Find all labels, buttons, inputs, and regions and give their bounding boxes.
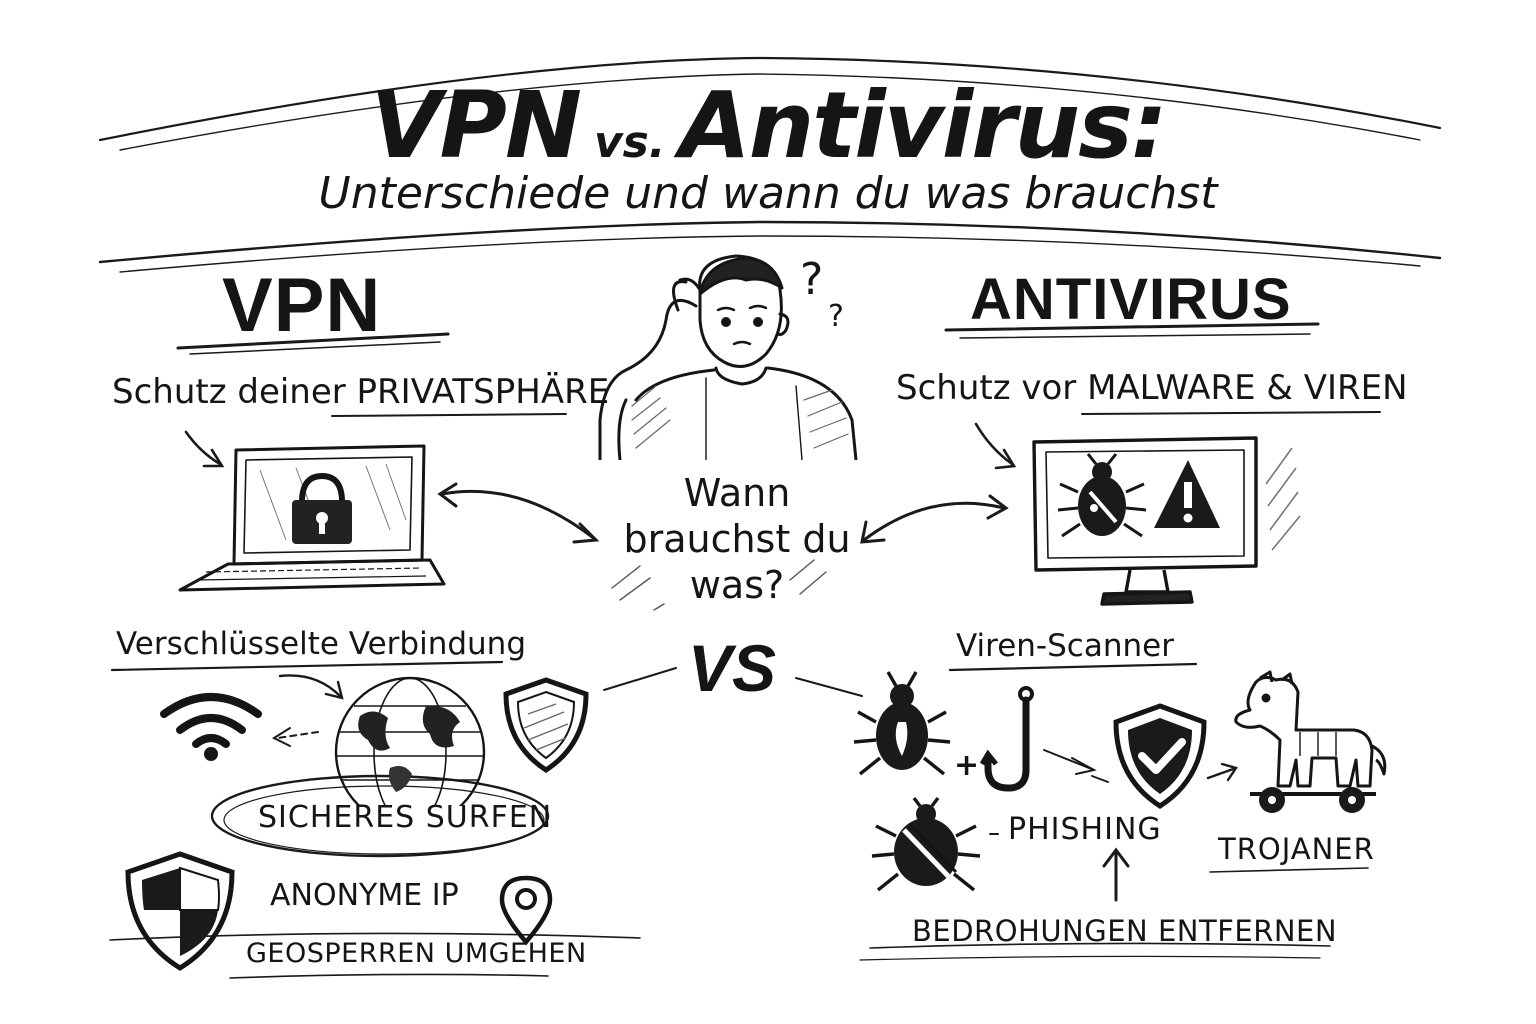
double-arrow-left: [440, 489, 598, 542]
feature-anonymous-ip: ANONYME IP: [270, 878, 459, 913]
privacy-underline: [331, 413, 567, 417]
header-swoosh-line: [98, 220, 1442, 264]
bug-crossed-icon: [871, 796, 981, 892]
large-shield-icon: [125, 851, 235, 971]
encrypted-underline: [110, 660, 504, 672]
feature-secure-surfing: SICHERES SURFEN: [258, 800, 553, 835]
arrow-to-monitor: [974, 422, 1014, 466]
globe-icon: [334, 676, 486, 806]
title-vpn: VPN: [370, 72, 582, 179]
header-swoosh-line-2: [119, 235, 1421, 273]
top-swoosh-line: [98, 56, 1442, 142]
antivirus-heading-underline: [944, 322, 1320, 332]
versus-label: VS: [688, 631, 777, 705]
secure-surfing-ellipse: [210, 774, 550, 858]
confused-person-icon: ? ?: [598, 254, 858, 460]
vs-line-left: [603, 667, 677, 691]
center-question: Wann brauchst du was?: [623, 471, 851, 607]
fishhook-icon: [980, 686, 1034, 792]
shield-check-icon: [1113, 703, 1207, 809]
antivirus-heading: ANTIVIRUS: [970, 267, 1292, 332]
svg-text:?: ?: [828, 299, 844, 334]
hatch-decoration: [1265, 447, 1301, 551]
monitor-icon: [1032, 436, 1258, 606]
arrow-to-trojan: [1206, 766, 1238, 780]
double-arrow-right: [862, 501, 1006, 542]
arrow-to-laptop: [184, 430, 222, 466]
page-subtitle: Unterschiede und wann du was brauchst: [318, 168, 1218, 219]
vs-line-right: [795, 677, 863, 697]
vpn-heading: VPN: [222, 263, 382, 348]
title-vs: vs.: [593, 117, 666, 168]
feature-remove-threats: BEDROHUNGEN ENTFERNEN: [912, 914, 1338, 948]
arrow-hook-to-shield: [1043, 749, 1095, 771]
vpn-heading-underline: [176, 332, 450, 350]
shield-icon: [503, 677, 589, 773]
trojan-horse-icon: [1234, 670, 1387, 813]
feature-virus-scanner: Viren-Scanner: [956, 628, 1174, 664]
location-pin-icon: [499, 875, 553, 946]
bug-icon: [1057, 453, 1147, 538]
question-mark-icon: ?: [800, 254, 823, 305]
title-antivirus: Antivirus:: [679, 72, 1168, 179]
feature-phishing: PHISHING: [1008, 812, 1162, 847]
feature-encrypted-connection: Verschlüsselte Verbindung: [116, 626, 526, 662]
top-swoosh-line-2: [119, 73, 1421, 151]
malware-underline: [1081, 411, 1381, 415]
padlock-icon: [292, 472, 352, 544]
wifi-icon: [160, 693, 262, 761]
scanner-underline: [948, 662, 1198, 672]
feature-geo-bypass: GEOSPERREN UMGEHEN: [246, 938, 587, 969]
vpn-subheading: Schutz deiner PRIVATSPHÄRE: [112, 372, 610, 412]
antivirus-subheading: Schutz vor MALWARE & VIREN: [896, 368, 1408, 408]
feature-trojan: TROJANER: [1218, 832, 1375, 866]
laptop-icon: [178, 444, 446, 592]
bug-icon: [853, 671, 951, 776]
plus-sign: +: [954, 748, 980, 783]
arrow-to-globe: [278, 674, 342, 698]
warning-icon: [1154, 460, 1220, 528]
